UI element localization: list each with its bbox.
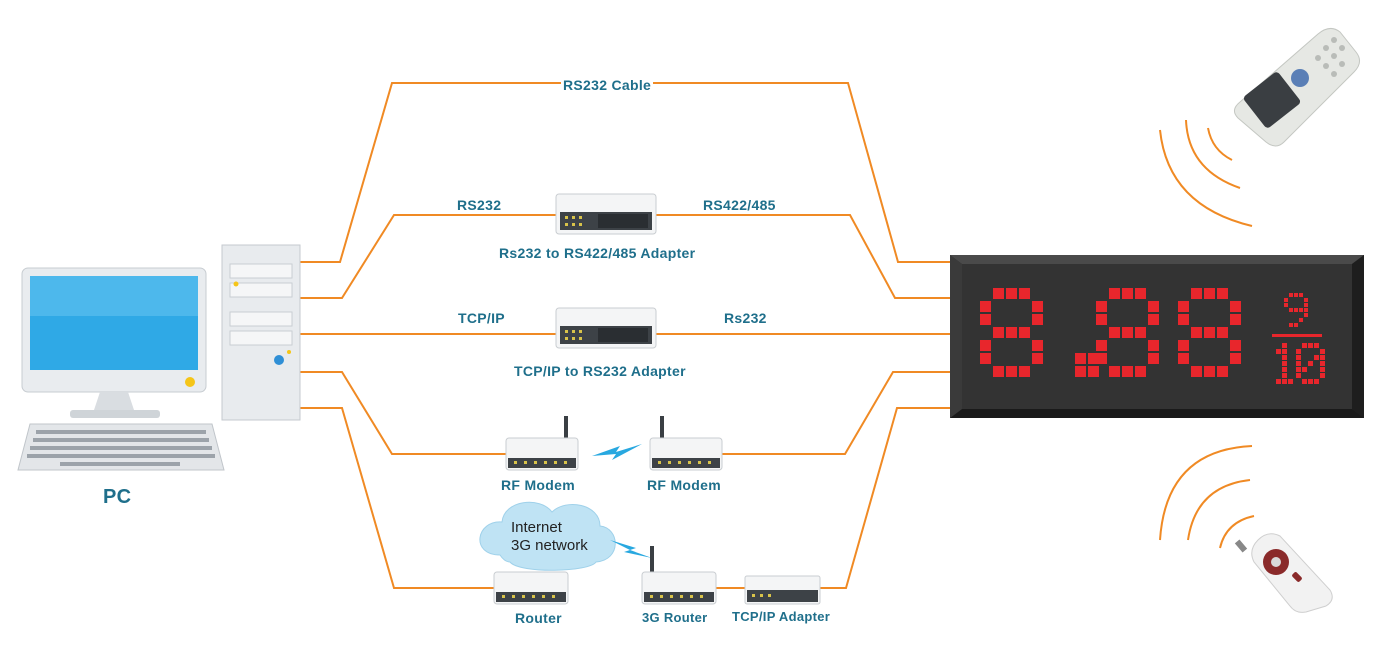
router-icon	[493, 571, 569, 605]
led-frac-top-0	[1284, 293, 1308, 327]
led-digits	[980, 288, 1325, 384]
tcpip-adapter-label: TCP/IP Adapter	[732, 609, 831, 624]
wire-rs232-cable	[300, 82, 950, 263]
led-frac-bottom-0	[1276, 343, 1293, 384]
pc-label: PC	[103, 486, 132, 508]
rs232-rs422-adapter-icon	[555, 193, 657, 235]
rs232-cable-label: RS232 Cable	[561, 77, 654, 93]
tcpip-rs232-adapter-icon	[555, 307, 657, 349]
3g-router-label: 3G Router	[642, 610, 708, 625]
monitor-icon	[21, 267, 207, 418]
cloud-line-1: Internet	[511, 519, 562, 536]
tcpip-adapter-icon	[744, 575, 821, 605]
wire-rf-modem	[300, 371, 506, 455]
led-frac-bottom-1	[1296, 343, 1325, 384]
keyboard-icon	[17, 423, 225, 471]
wire-adapter-display	[820, 407, 950, 589]
led-char-2	[1096, 288, 1159, 377]
ir-signal-icon	[1159, 119, 1253, 227]
wireless-signal-icon	[592, 444, 642, 460]
wire-rf-display	[722, 371, 950, 455]
ir-remote-icon	[1234, 28, 1360, 147]
cloud-line-2: 3G network	[511, 537, 588, 554]
led-char-3	[1178, 288, 1241, 377]
led-char-0	[980, 288, 1043, 377]
led-char-1	[1075, 353, 1099, 377]
router-label: Router	[515, 610, 562, 626]
rf-modem-1-label: RF Modem	[501, 477, 575, 493]
wire-rs422-display	[656, 214, 950, 299]
rf-remote-icon	[1234, 533, 1333, 613]
3g-router-icon	[641, 546, 717, 605]
rs422-485-label: RS422/485	[703, 197, 776, 213]
rf-modem-2-icon	[649, 416, 723, 471]
rf-modem-2-label: RF Modem	[647, 477, 721, 493]
rs232-label: RS232	[457, 197, 502, 213]
rf-signal-icon	[1159, 445, 1255, 549]
rs232-lower-label: Rs232	[724, 310, 767, 326]
wire-rs232-rs422	[300, 214, 556, 299]
tcpip-rs232-adapter-label: TCP/IP to RS232 Adapter	[514, 363, 686, 379]
tcpip-label: TCP/IP	[458, 310, 505, 326]
rs232-rs422-adapter-label: Rs232 to RS422/485 Adapter	[499, 245, 696, 261]
rf-modem-1-icon	[505, 416, 579, 471]
wireless-signal-icon-2	[610, 540, 652, 558]
pc-tower-icon	[221, 244, 301, 421]
wire-router	[300, 407, 494, 589]
internet-cloud-icon	[479, 501, 616, 571]
